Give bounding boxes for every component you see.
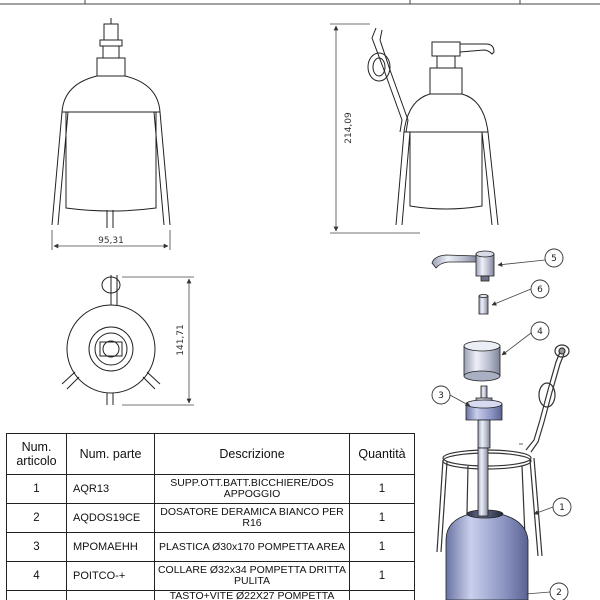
part-2-dispenser-body	[445, 447, 529, 600]
cell-part: AQR13	[66, 474, 155, 504]
header-part-number: Num. parte	[66, 433, 155, 475]
svg-text:1: 1	[559, 503, 565, 513]
top-depth-dimension	[122, 276, 194, 406]
cell-description: PLASTICA Ø30x170 POMPETTA AREA	[154, 532, 350, 562]
side-height-label: 214,09	[344, 112, 354, 144]
svg-text:6: 6	[537, 285, 543, 295]
header-item-number: Num. articolo	[6, 433, 67, 475]
cell-description: COLLARE Ø32x34 POMPETTA DRITTA PULITA	[154, 561, 350, 591]
bill-of-materials-table: Num. articolo Num. parte Descrizione Qua…	[6, 433, 415, 600]
title-block-strip	[0, 0, 600, 5]
header-description: Descrizione	[154, 433, 350, 475]
cell-quantity: 1	[349, 474, 415, 504]
side-view	[367, 27, 499, 226]
cell-part: AQDOS19CE	[66, 503, 155, 533]
part-6-screw	[478, 294, 489, 315]
part-5-pump-button	[431, 250, 495, 282]
part-3-pump	[465, 385, 503, 449]
table-row: 2 AQDOS19CE DOSATORE DERAMICA BIANCO PER…	[6, 503, 415, 533]
front-width-label: 95,31	[98, 236, 124, 246]
cell-item	[6, 590, 67, 600]
balloon-3: 3	[431, 385, 451, 405]
side-height-dimension	[330, 23, 420, 234]
table-row: 3 MPOMAEHH PLASTICA Ø30x170 POMPETTA ARE…	[6, 532, 415, 562]
header-quantity: Quantità	[349, 433, 415, 475]
balloon-2: 2	[549, 582, 569, 600]
cell-item: 3	[6, 532, 67, 562]
balloon-leaders	[449, 259, 554, 595]
svg-text:5: 5	[551, 254, 557, 264]
cell-item: 2	[6, 503, 67, 533]
svg-text:2: 2	[556, 588, 562, 598]
cell-part	[66, 590, 155, 600]
balloon-6: 6	[530, 279, 550, 299]
cell-quantity: 1	[349, 561, 415, 591]
table-row: 4 POITCO-+ COLLARE Ø32x34 POMPETTA DRITT…	[6, 561, 415, 591]
cell-item: 1	[6, 474, 67, 504]
exploded-view	[431, 250, 570, 600]
balloon-4: 4	[530, 321, 550, 341]
cell-description: SUPP.OTT.BATT.BICCHIERE/DOS APPOGGIO	[154, 474, 350, 504]
front-view	[51, 18, 171, 228]
cell-part: MPOMAEHH	[66, 532, 155, 562]
cell-part: POITCO-+	[66, 561, 155, 591]
cell-quantity: 1	[349, 503, 415, 533]
part-4-collar	[463, 340, 501, 382]
front-width-dimension	[51, 230, 171, 250]
top-depth-label: 141,71	[176, 324, 186, 356]
top-view	[61, 275, 161, 405]
svg-text:4: 4	[537, 327, 543, 337]
cell-item: 4	[6, 561, 67, 591]
balloon-5: 5	[544, 248, 564, 268]
balloon-1: 1	[552, 497, 572, 517]
table-row: 1 AQR13 SUPP.OTT.BATT.BICCHIERE/DOS APPO…	[6, 474, 415, 504]
bom-header-row: Num. articolo Num. parte Descrizione Qua…	[6, 433, 415, 475]
cell-description: TASTO+VITE Ø22X27 POMPETTA	[154, 590, 350, 600]
cell-quantity: 1	[349, 532, 415, 562]
cell-description: DOSATORE DERAMICA BIANCO PER R16	[154, 503, 350, 533]
table-row: TASTO+VITE Ø22X27 POMPETTA	[6, 590, 415, 600]
cell-quantity	[349, 590, 415, 600]
svg-text:3: 3	[438, 391, 444, 401]
